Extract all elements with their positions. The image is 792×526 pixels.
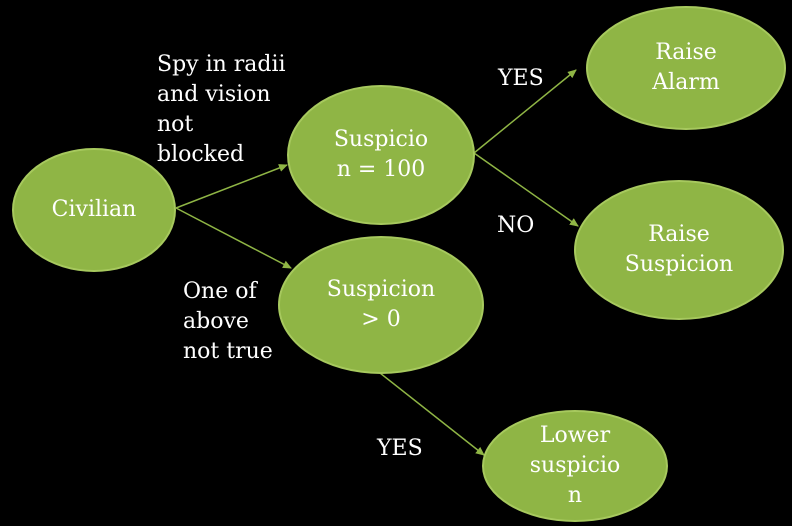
- edge-suspicion-gt0-to-lower-suspicion: [379, 372, 485, 456]
- node-raise-suspicion: Raise Suspicion: [574, 180, 784, 320]
- node-lower-suspicion-label: Lower suspicio n: [529, 423, 621, 508]
- node-suspicion-gt0: Suspicion > 0: [278, 236, 484, 374]
- node-civilian: Civilian: [12, 148, 176, 272]
- edge-civilian-to-suspicion-gt0: [175, 207, 292, 269]
- edge-label-no-suspicion: NO: [497, 213, 535, 238]
- node-raise-alarm-label: Raise Alarm: [652, 40, 720, 95]
- node-raise-suspicion-label: Raise Suspicion: [624, 222, 734, 277]
- edge-label-other-condition: One of above not true: [183, 279, 273, 364]
- edge-label-spy-condition: Spy in radii and vision not blocked: [157, 52, 286, 167]
- node-civilian-label: Civilian: [51, 197, 137, 222]
- node-raise-alarm: Raise Alarm: [586, 6, 786, 130]
- edge-label-yes-lower: YES: [377, 436, 423, 461]
- node-suspicion-gt0-label: Suspicion > 0: [326, 277, 436, 332]
- node-lower-suspicion: Lower suspicio n: [482, 410, 668, 522]
- edge-suspicion-100-to-raise-alarm: [473, 69, 577, 154]
- node-suspicion-100-label: Suspicio n = 100: [333, 127, 429, 182]
- edge-label-yes-alarm: YES: [498, 66, 544, 91]
- edge-suspicion-100-to-raise-suspicion: [473, 152, 579, 227]
- edge-civilian-to-suspicion-100: [175, 164, 288, 209]
- node-suspicion-100: Suspicio n = 100: [287, 85, 475, 225]
